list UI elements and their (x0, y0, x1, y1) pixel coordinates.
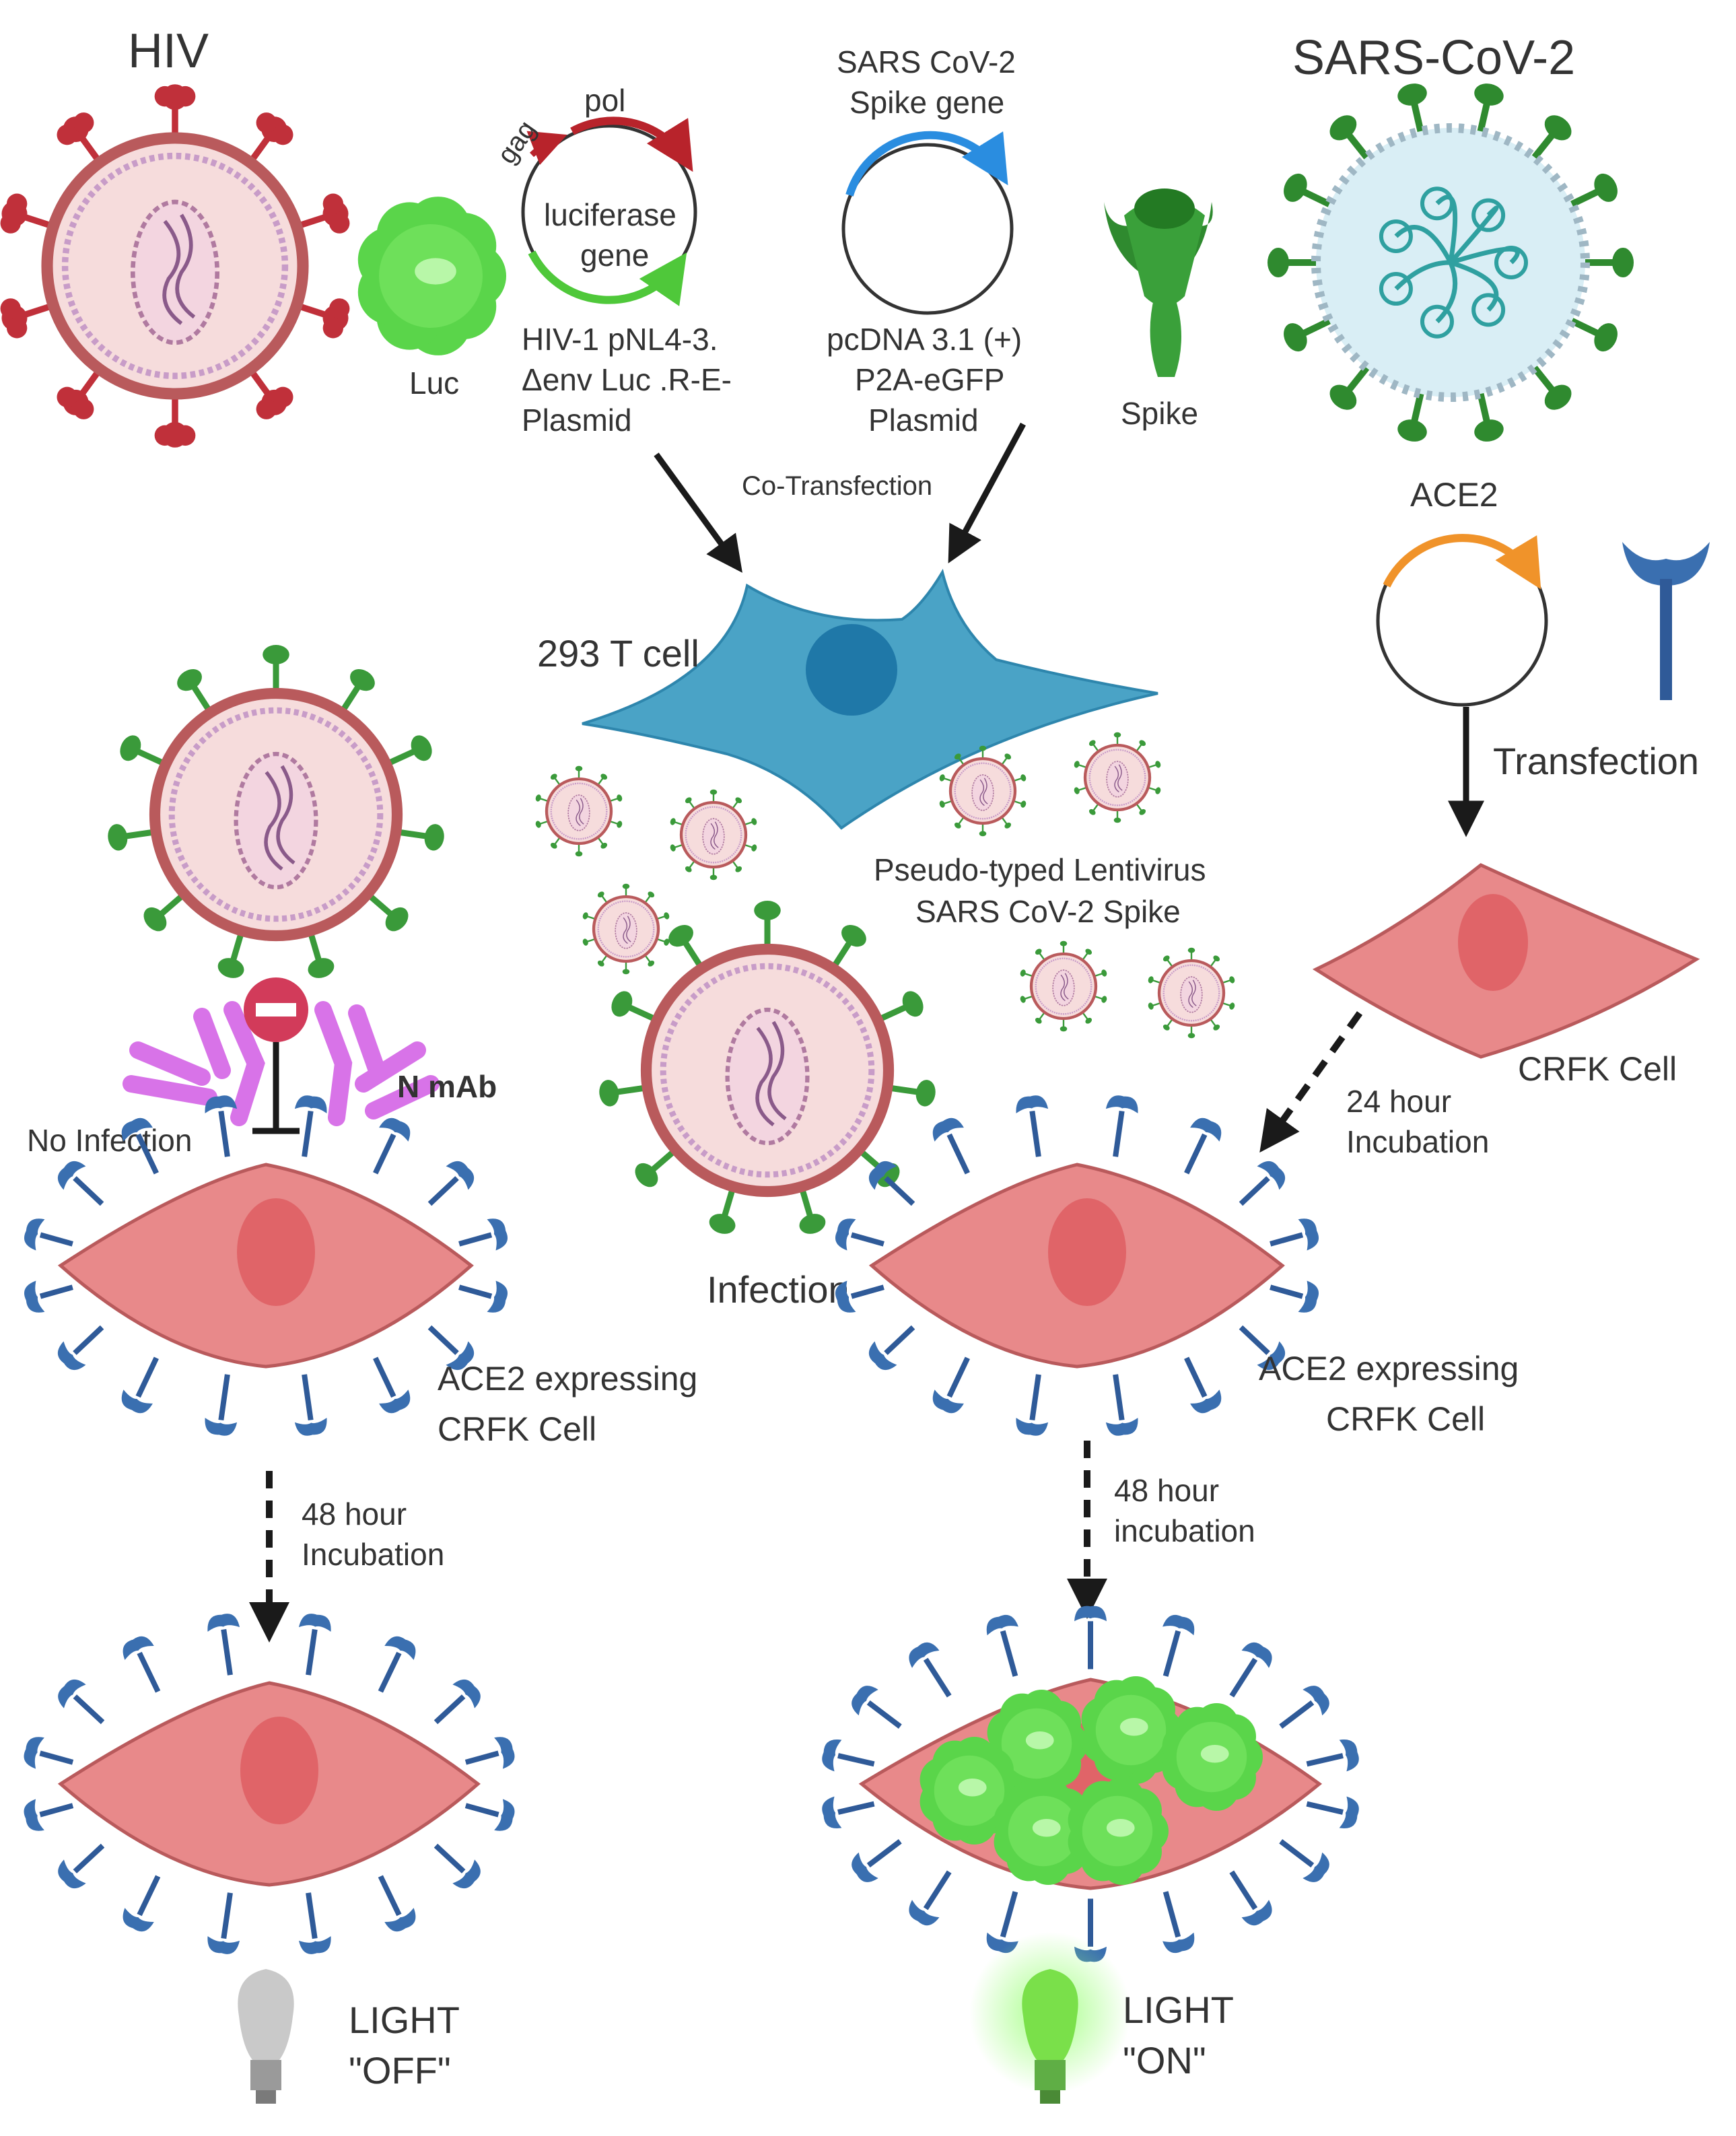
inhibition-block-icon (244, 977, 308, 1134)
ace2-crfk-left-label-1: ACE2 expressing (438, 1360, 697, 1398)
sars-cov-2-title: SARS-CoV-2 (1292, 31, 1575, 85)
ace2-receptor-icon (1622, 542, 1710, 700)
neutralizing-antibody-left-icon (123, 1001, 265, 1126)
ace2-plasmid-icon (1376, 534, 1548, 707)
ace2-crfk-cell-no-signal-icon (24, 1614, 515, 1954)
spike-protein-icon (1104, 188, 1213, 377)
incubation-48h-right-label-2: incubation (1114, 1513, 1255, 1548)
hiv-title: HIV (128, 24, 209, 78)
incubation-24h-arrow (1259, 1011, 1363, 1153)
spike-label: Spike (1121, 396, 1198, 431)
pseudovirus-label-2: SARS CoV-2 Spike (915, 894, 1181, 929)
luciferase-gene-label: gene (580, 238, 649, 273)
gag-label: gag (492, 115, 542, 169)
no-infection-label: No Infection (27, 1123, 192, 1158)
hiv-plasmid-label-2: Δenv Luc .R-E- (522, 362, 732, 397)
hiv-virion-icon (0, 84, 350, 448)
spike-gene-label-2: Spike gene (849, 85, 1004, 120)
crfk-cell-icon (1312, 863, 1700, 1059)
pseudovirus-label-1: Pseudo-typed Lentivirus (874, 852, 1206, 887)
luciferase-protein-icon (357, 197, 506, 355)
ace2-crfk-cell-right-icon (835, 1095, 1319, 1436)
crfk-cell-label: CRFK Cell (1518, 1050, 1677, 1088)
light-bulb-on-icon (969, 1932, 1131, 2104)
ace2-crfk-right-label-2: CRFK Cell (1326, 1400, 1485, 1438)
hek-293t-cell-icon (582, 568, 1158, 830)
sars-cov-2-virion-icon (1268, 83, 1634, 442)
light-off-label-1: LIGHT (349, 1999, 460, 2041)
light-on-label-2: "ON" (1123, 2039, 1206, 2081)
light-off-label-2: "OFF" (349, 2049, 451, 2092)
incubation-48h-right-label-1: 48 hour (1114, 1473, 1219, 1508)
293t-cell-label: 293 T cell (537, 632, 699, 675)
incubation-48h-left-label-1: 48 hour (302, 1496, 407, 1531)
ace2-crfk-left-label-2: CRFK Cell (438, 1410, 596, 1448)
cotransfection-arrow-left (654, 452, 742, 573)
light-on-label-1: LIGHT (1123, 1989, 1234, 2031)
pseudovirus-neutralized-icon (108, 645, 444, 978)
incubation-24h-label-1: 24 hour (1346, 1084, 1451, 1119)
pcdna-label-2: P2A-eGFP (855, 362, 1004, 397)
incubation-48h-left-label-2: Incubation (302, 1537, 444, 1572)
spike-plasmid-icon (841, 131, 1014, 315)
ace2-crfk-cell-luciferase-icon (822, 1606, 1359, 1962)
luciferase-label: luciferase (544, 197, 676, 232)
hiv-plasmid-label-3: Plasmid (522, 403, 632, 438)
cotransfection-label: Co-Transfection (742, 471, 932, 501)
pseudovirus-cloud (535, 732, 1235, 1039)
hiv-plasmid-icon (521, 116, 697, 306)
cotransfection-arrow-right (948, 422, 1026, 563)
ace2-crfk-right-label-1: ACE2 expressing (1259, 1350, 1519, 1387)
spike-gene-label-1: SARS CoV-2 (837, 44, 1016, 79)
pcdna-label-1: pcDNA 3.1 (+) (827, 322, 1022, 357)
pcdna-label-3: Plasmid (868, 403, 979, 438)
ace2-crfk-cell-left-icon (24, 1095, 508, 1436)
neutralizing-antibody-right-icon (314, 1001, 440, 1126)
ace2-label: ACE2 (1410, 476, 1498, 514)
light-bulb-off-icon (238, 1969, 294, 2104)
transfection-label: Transfection (1493, 740, 1699, 782)
hiv-plasmid-label-1: HIV-1 pNL4-3. (522, 322, 718, 357)
pol-label: pol (584, 83, 625, 118)
infection-label: Infection (707, 1268, 849, 1311)
incubation-24h-label-2: Incubation (1346, 1124, 1489, 1159)
pseudovirus-infecting-icon (599, 901, 936, 1234)
nmab-label: N mAb (397, 1069, 497, 1104)
luc-label: Luc (409, 366, 459, 401)
